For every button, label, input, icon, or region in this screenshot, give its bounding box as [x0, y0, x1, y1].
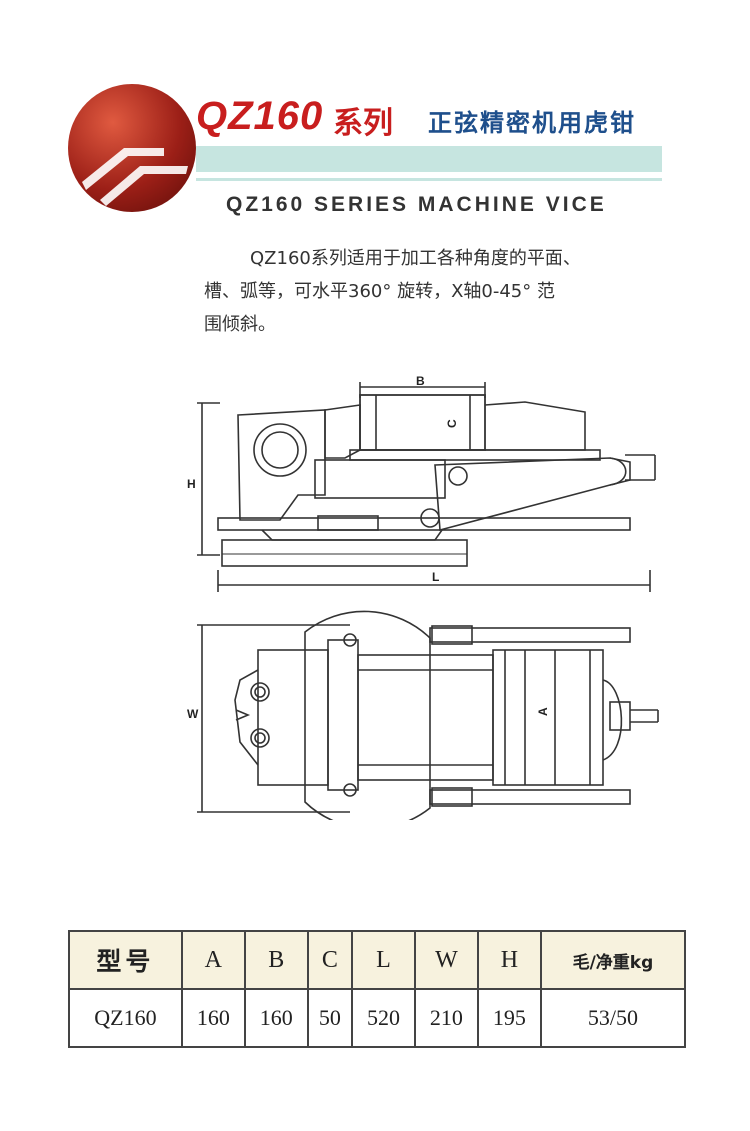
dim-label-h: H	[187, 477, 196, 491]
cell-b: 160	[243, 988, 309, 1048]
header-a: A	[180, 930, 246, 990]
spec-table-header-row: 型号 A B C L W H 毛/净重kg	[68, 930, 687, 990]
header-b: B	[243, 930, 309, 990]
dim-label-l: L	[432, 570, 439, 584]
header-w: W	[413, 930, 479, 990]
cell-a: 160	[180, 988, 246, 1048]
header-band	[196, 146, 662, 172]
cell-model: QZ160	[68, 988, 183, 1048]
side-view: B H C L	[187, 374, 656, 592]
product-description: QZ160系列适用于加工各种角度的平面、 槽、弧等，可水平360° 旋转，X轴0…	[204, 242, 674, 341]
header-c: C	[306, 930, 354, 990]
spec-table: 型号 A B C L W H 毛/净重kg QZ160 160 160 50 5…	[68, 930, 687, 1048]
header-h: H	[476, 930, 542, 990]
english-product-name: QZ160 SERIES MACHINE VICE	[226, 193, 607, 216]
dim-label-b: B	[416, 374, 425, 388]
brand-logo	[68, 84, 196, 212]
series-label: 系列	[333, 106, 393, 141]
technical-drawing: B H C L	[187, 374, 659, 820]
description-line-2: 槽、弧等，可水平360° 旋转，X轴0-45° 范	[204, 281, 555, 302]
top-view: W A	[187, 610, 659, 820]
cell-w: 210	[413, 988, 479, 1048]
dim-label-a: A	[536, 707, 550, 716]
cell-c: 50	[306, 988, 354, 1048]
chinese-product-name: 正弦精密机用虎钳	[428, 109, 636, 137]
description-line-1: QZ160系列适用于加工各种角度的平面、	[250, 248, 581, 269]
cell-weight: 53/50	[539, 988, 687, 1048]
header-model: 型号	[68, 930, 183, 990]
dim-label-c: C	[445, 419, 459, 428]
table-row: QZ160 160 160 50 520 210 195 53/50	[68, 988, 687, 1048]
cell-h: 195	[476, 988, 542, 1048]
cell-l: 520	[351, 988, 416, 1048]
header-divider	[196, 178, 662, 181]
model-title: QZ160	[196, 94, 324, 138]
description-line-3: 围倾斜。	[204, 314, 276, 335]
header-l: L	[351, 930, 416, 990]
dim-label-w: W	[187, 707, 199, 721]
header-weight: 毛/净重kg	[539, 930, 687, 990]
